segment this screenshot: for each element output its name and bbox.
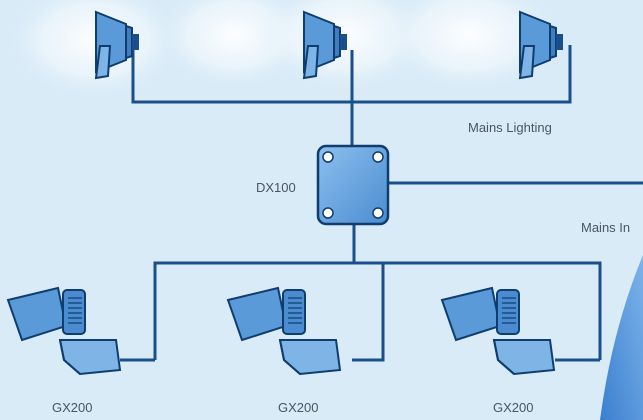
floodlight-icon [302,10,347,80]
floodlight-icon [94,10,139,80]
gx200-right-label: GX200 [493,400,534,415]
floodlight-middle [302,10,347,80]
floodlight-left [94,10,139,80]
security-light-icon [6,286,122,376]
gx200-left [6,286,122,376]
mains-lighting-label: Mains Lighting [468,120,552,135]
floodlight-icon [518,10,563,80]
security-light-icon [440,286,556,376]
junction-box-icon [316,144,390,226]
gx200-middle-label: GX200 [278,400,319,415]
mains-input-label: Mains In [581,220,631,235]
dx100-label: DX100 [256,180,296,195]
gx200-right [440,286,556,376]
gx200-middle [226,286,342,376]
dx100-junction-box [316,144,390,226]
wiring [120,45,643,362]
gx200-left-label: GX200 [52,400,93,415]
corner-swoosh [600,255,643,420]
security-light-icon [226,286,342,376]
background-glows [5,0,560,100]
floodlight-right [518,10,563,80]
